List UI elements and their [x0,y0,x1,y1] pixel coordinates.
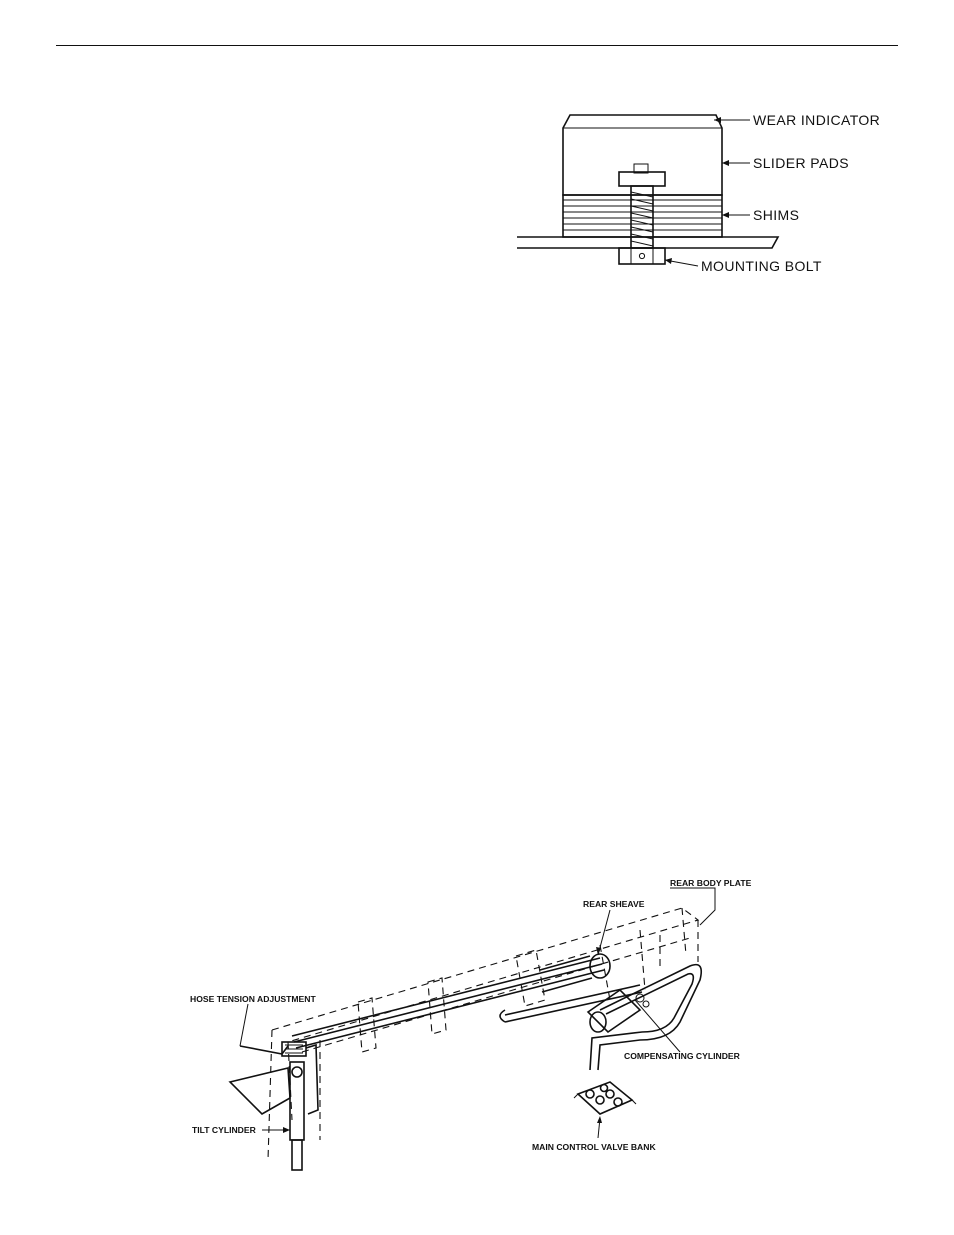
slider-pad-diagram: WEAR INDICATOR SLIDER PADS SHIMS MOUNTIN… [517,112,880,274]
hose-tension-bracket [239,1045,289,1055]
label-hose-tension-adjustment: HOSE TENSION ADJUSTMENT [190,994,316,1004]
mounting-plate [517,236,780,249]
label-rear-sheave: REAR SHEAVE [583,899,645,909]
label-main-control-valve-bank: MAIN CONTROL VALVE BANK [532,1142,656,1152]
hose-carrier-frames [357,949,546,1053]
tilt-cylinder [289,1043,319,1171]
label-wear-indicator: WEAR INDICATOR [753,112,880,128]
compensating-cylinder [586,988,650,1034]
rear-sheave [539,953,611,993]
bolt-head [618,171,666,187]
hose-tension-clamp [281,1041,307,1057]
label-shims: SHIMS [753,207,799,223]
return-loop-hose [597,963,703,1071]
label-mounting-bolt: MOUNTING BOLT [701,258,822,274]
mounting-nut [618,247,666,265]
label-tilt-cylinder: TILT CYLINDER [192,1125,257,1135]
mount-plate [228,1066,291,1115]
header-rule [56,45,898,46]
label-compensating-cylinder: COMPENSATING CYLINDER [624,1051,741,1061]
boom-outline [267,907,700,1161]
boom-hoses [291,957,643,1049]
slider-pad-block [562,114,723,196]
main-control-valve-bank [573,1081,637,1115]
label-rear-body-plate: REAR BODY PLATE [670,878,752,888]
label-slider-pads: SLIDER PADS [753,155,849,171]
